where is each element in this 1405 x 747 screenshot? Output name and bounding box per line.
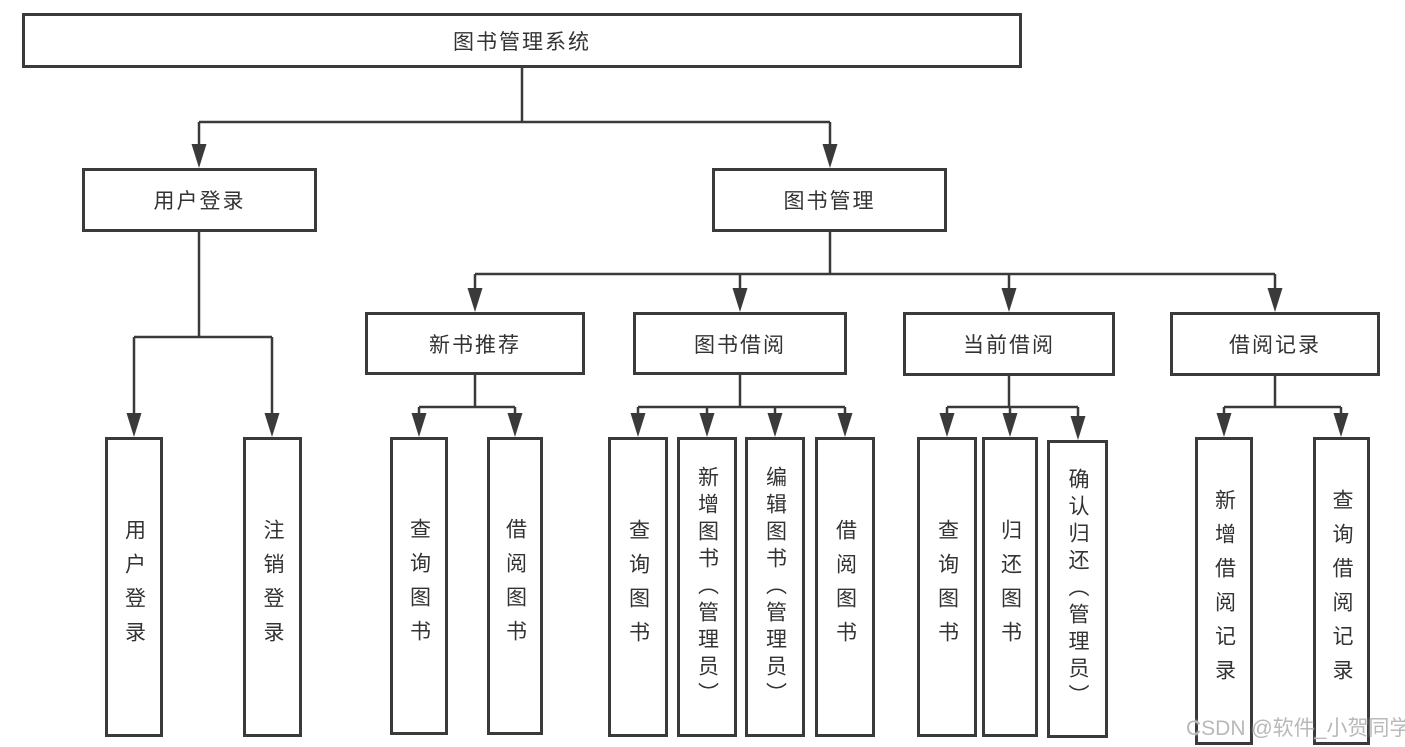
csdn-watermark: CSDN @软件_小贺同学 <box>1186 717 1405 740</box>
node-root: 图书管理系统 <box>22 13 1022 68</box>
node-leaf-query-books-2-label: 查询图书 <box>626 519 650 655</box>
node-book-management-label: 图书管理 <box>783 190 876 213</box>
node-current-borrow: 当前借阅 <box>903 312 1115 376</box>
node-leaf-query-books-2: 查询图书 <box>608 437 668 737</box>
node-leaf-logout-label: 注销登录 <box>261 519 284 655</box>
node-leaf-query-borrow-record: 查询借阅记录 <box>1313 437 1370 745</box>
node-root-label: 图书管理系统 <box>453 30 591 54</box>
node-leaf-borrow-books-2-label: 借阅图书 <box>833 519 857 655</box>
node-current-borrow-label: 当前借阅 <box>963 334 1055 357</box>
node-leaf-query-books-1-label: 查询图书 <box>407 518 431 654</box>
node-leaf-query-borrow-record-label: 查询借阅记录 <box>1330 489 1353 693</box>
node-leaf-add-borrow-record: 新增借阅记录 <box>1195 437 1253 745</box>
node-borrow-records-label: 借阅记录 <box>1229 334 1321 357</box>
node-new-book-recommend-label: 新书推荐 <box>429 333 521 357</box>
node-book-management: 图书管理 <box>712 168 947 232</box>
node-leaf-edit-book-admin: 编辑图书（管理员） <box>745 437 805 737</box>
node-leaf-add-book-admin-label: 新增图书（管理员） <box>695 465 719 709</box>
node-leaf-logout: 注销登录 <box>243 437 302 737</box>
node-leaf-user-login-label: 用户登录 <box>122 519 146 655</box>
node-leaf-confirm-return-admin: 确认归还（管理员） <box>1047 440 1108 738</box>
node-leaf-borrow-books-1-label: 借阅图书 <box>503 518 527 654</box>
node-leaf-user-login: 用户登录 <box>105 437 163 737</box>
node-leaf-add-borrow-record-label: 新增借阅记录 <box>1212 489 1236 693</box>
node-leaf-query-books-3-label: 查询图书 <box>935 519 959 655</box>
node-leaf-borrow-books-2: 借阅图书 <box>815 437 875 737</box>
node-book-borrow-label: 图书借阅 <box>694 333 786 357</box>
node-leaf-confirm-return-admin-label: 确认归还（管理员） <box>1066 467 1089 711</box>
node-new-book-recommend: 新书推荐 <box>365 312 585 375</box>
node-leaf-edit-book-admin-label: 编辑图书（管理员） <box>763 465 787 709</box>
node-leaf-query-books-1: 查询图书 <box>390 437 448 735</box>
node-leaf-add-book-admin: 新增图书（管理员） <box>677 437 737 737</box>
node-book-borrow: 图书借阅 <box>633 312 847 375</box>
node-borrow-records: 借阅记录 <box>1170 312 1380 376</box>
node-leaf-borrow-books-1: 借阅图书 <box>487 437 543 735</box>
node-leaf-return-books-label: 归还图书 <box>998 519 1022 655</box>
node-user-login: 用户登录 <box>82 168 317 232</box>
node-leaf-query-books-3: 查询图书 <box>917 437 977 737</box>
node-user-login-label: 用户登录 <box>153 190 246 213</box>
node-leaf-return-books: 归还图书 <box>982 437 1038 737</box>
